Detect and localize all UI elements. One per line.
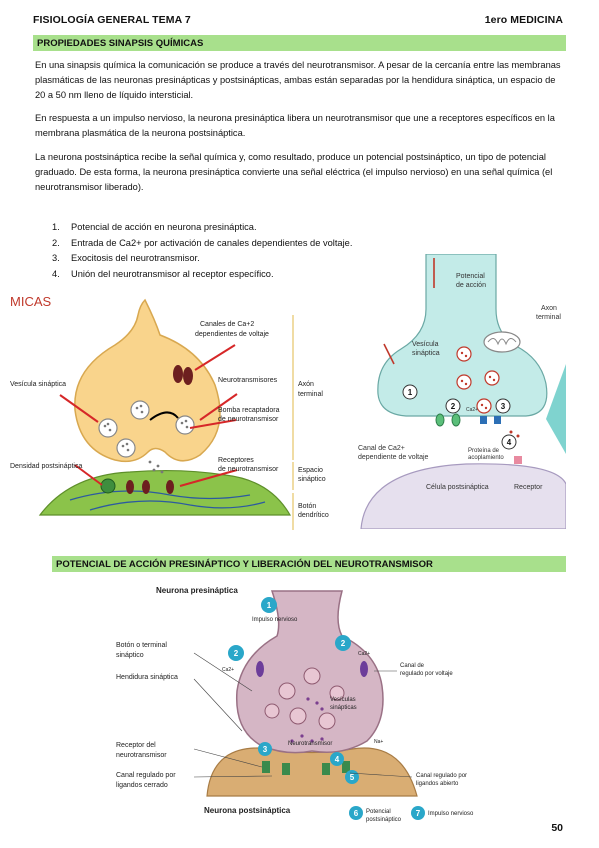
label-potencial-2: de acción [456,282,486,289]
label-receptor-nt: Receptor del [116,742,156,749]
figure-presynaptic-release: 1 2 2 3 4 5 6 7 Neurona presináptica Imp… [116,586,474,823]
header-course-title: FISIOLOGÍA GENERAL TEMA 7 [33,14,191,26]
step-badge-b7: 7 [416,809,421,818]
label-canal-voltaje-2: regulado por voltaje [400,671,453,677]
label-potencial-post: Potencial [366,809,391,815]
label-canales-2: dependientes de voltaje [195,331,269,338]
section-title-potencial: POTENCIAL DE ACCIÓN PRESINÁPTICO Y LIBER… [52,556,566,572]
label-ca-left: Ca2+ [222,667,234,673]
label-canal-voltaje: Canal de [400,663,425,669]
label-densidad: Densidad postsináptica [10,463,82,470]
label-neurotransmisor: Neurotransmisor [288,741,332,747]
label-axon: Axón [298,381,314,388]
step-badge-b4: 4 [335,755,340,764]
step-badge-1: 1 [408,388,413,397]
list-item: 1.Potencial de acción en neurona presiná… [52,222,257,232]
label-boton-terminal: Botón o terminal [116,642,167,649]
section-title-propiedades: PROPIEDADES SINAPSIS QUÍMICAS [33,35,566,51]
step-badge-2: 2 [451,402,456,411]
label-canal-cerrado-2: ligandos cerrado [116,782,168,789]
label-vesicula-right-2: sináptica [412,350,440,357]
label-boton: Botón [298,503,316,510]
header-year: 1ero MEDICINA [484,14,563,26]
label-neurona-presinaptica: Neurona presináptica [156,586,238,595]
label-proteina-2: acoplamiento [468,455,504,461]
label-neurotransmisores: Neurotransmisores [218,377,278,384]
label-hendidura: Hendidura sináptica [116,674,178,681]
label-bomba-2: de neurotransmisor [218,416,279,423]
label-potencial-post-2: postsináptico [366,817,402,823]
step-badge-b5: 5 [350,773,355,782]
paragraph-1: En una sinapsis química la comunicación … [35,60,561,100]
label-receptor-nt-2: neurotransmisor [116,752,167,759]
label-na: Na+ [374,739,383,745]
label-espacio-2: sináptico [298,476,326,483]
axon-terminal-shape [74,298,221,463]
label-canal-right: Canal de Ca2+ [358,445,405,452]
label-bomba: Bomba recaptadora [218,407,280,414]
label-boton-2: dendrítico [298,512,329,519]
step-badge-b2b: 2 [341,639,346,648]
label-receptores-2: de neurotransmisor [218,466,279,473]
label-potencial: Potencial [456,273,485,280]
step-badge-b3: 3 [263,745,268,754]
postsynaptic-neuron-shape [206,747,418,797]
page-number: 50 [551,822,563,834]
label-ca-right: Ca2+ [466,407,478,413]
label-vesiculas: Vesículas [330,697,356,703]
figure-synapse-left: MICAS Canales de Ca+2 dependientes de vo… [10,294,329,530]
step-badge-b2: 2 [234,649,239,658]
step-badge-3: 3 [501,402,506,411]
label-impulso-nervioso: Impulso nervioso [252,617,298,623]
paragraph-2: En respuesta a un impulso nervioso, la n… [35,113,555,138]
label-boton-terminal-2: sináptico [116,652,144,659]
dendrite-shape [38,469,292,516]
label-proteina: Proteína de [468,448,500,454]
list-item: 4.Unión del neurotransmisor al receptor … [52,268,274,279]
label-canal-cerrado: Canal regulado por [116,772,176,779]
paragraph-3: La neurona postsináptica recibe la señal… [35,152,553,192]
label-canal-right-2: dependiente de voltaje [358,454,429,461]
label-canal-abierto: Canal regulado por [416,773,467,779]
figure-synapse-right: 1 2 3 4 Potencial de acción Axon termina… [356,254,566,529]
label-receptor-right: Receptor [514,484,543,491]
list-item: 3.Exocitosis del neurotransmisor. [52,253,200,263]
label-canal-abierto-2: ligandos abierto [416,781,459,787]
postsynaptic-cell [360,463,566,529]
label-axon-right-2: terminal [536,314,561,321]
list-item: 2.Entrada de Ca2+ por activación de cana… [52,237,353,248]
label-receptores: Receptores [218,457,254,464]
figure-corner-text: MICAS [10,294,52,309]
label-impulso-2: Impulso nervioso [428,811,474,817]
label-canales: Canales de Ca+2 [200,321,254,328]
label-vesicula: Vesícula sináptica [10,381,66,388]
label-espacio: Espacio [298,467,323,474]
step-badge-b6: 6 [354,809,359,818]
label-vesiculas-2: sinápticas [330,705,357,711]
step-badge-b1: 1 [267,601,272,610]
label-axon-right: Axon [541,305,557,312]
label-vesicula-right: Vesícula [412,341,439,348]
label-celula: Célula postsináptica [426,484,489,491]
label-neurona-postsinaptica: Neurona postsináptica [204,806,291,815]
label-axon-2: terminal [298,391,323,398]
label-ca-right-b: Ca2+ [358,651,370,657]
step-badge-4: 4 [507,438,512,447]
steps-list: 1.Potencial de acción en neurona presiná… [52,220,352,282]
